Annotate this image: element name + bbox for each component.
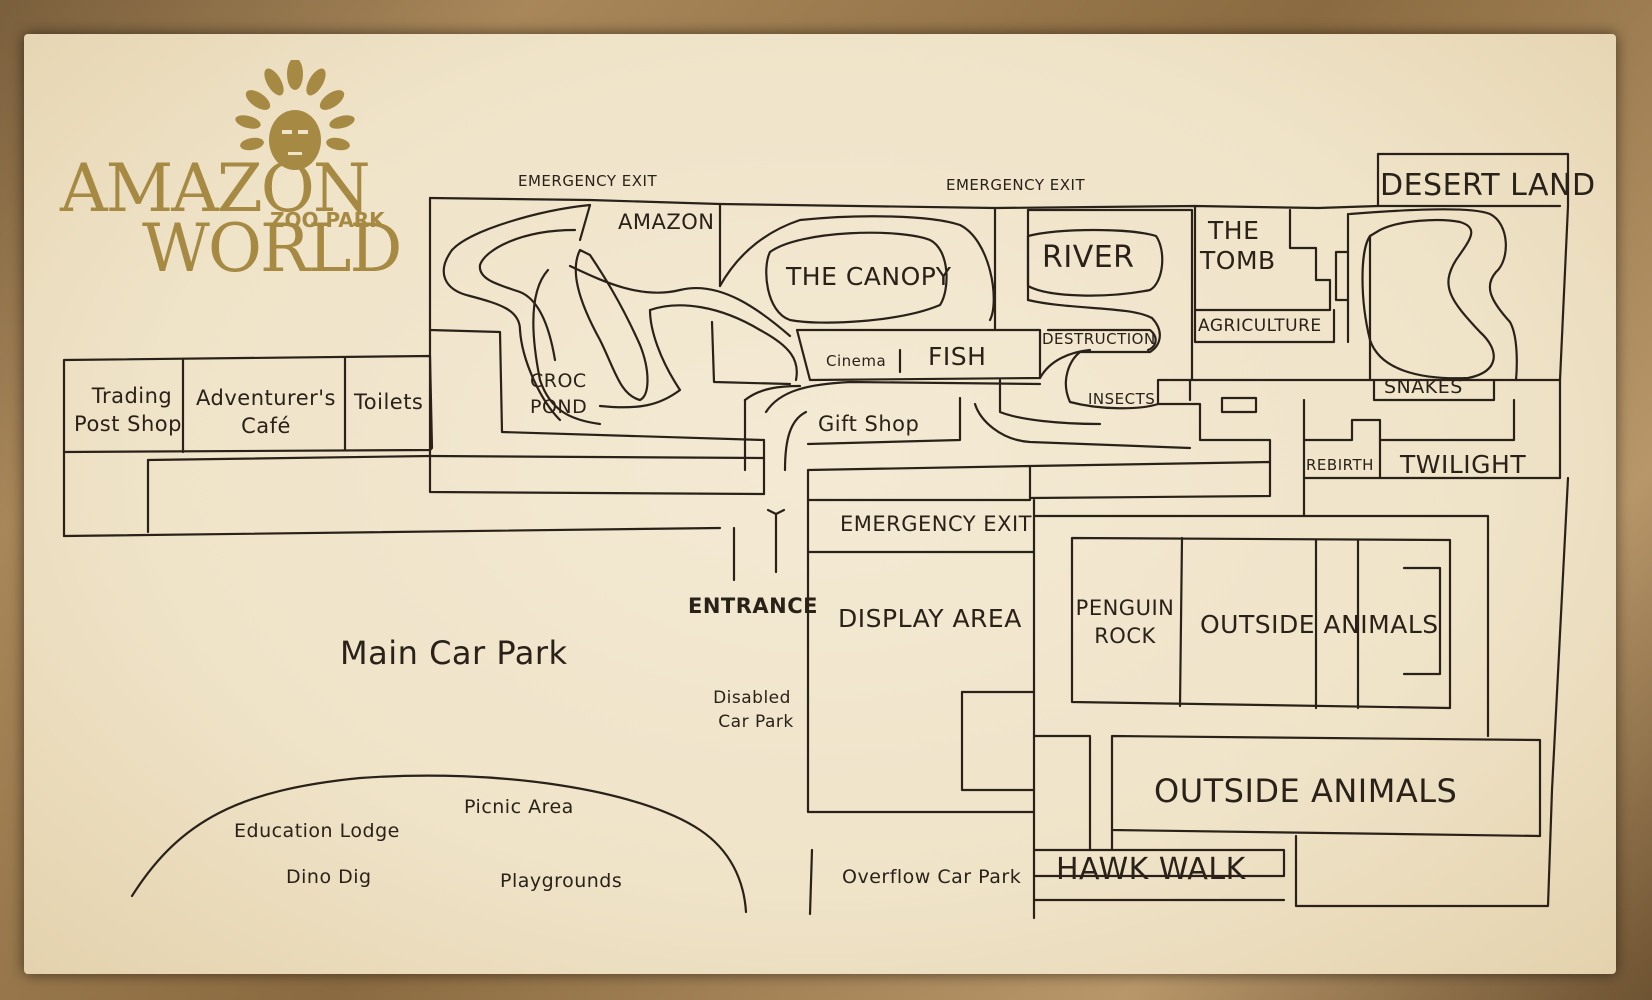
zone-rebirth[interactable]: REBIRTH xyxy=(1306,456,1374,474)
zone-river[interactable]: RIVER xyxy=(1042,240,1135,275)
zone-the-tomb[interactable]: TOMB xyxy=(1200,246,1276,275)
upper-complex xyxy=(428,152,1570,502)
amazon-world-logo: AMAZON ZOO PARK WORLD xyxy=(60,60,402,287)
zone-amazon[interactable]: AMAZON xyxy=(618,210,715,234)
main-car-park-label[interactable]: Main Car Park xyxy=(340,634,568,672)
disabled-car-park-label[interactable]: Car Park xyxy=(718,712,794,732)
playgrounds-label[interactable]: Playgrounds xyxy=(500,870,623,892)
zone-croc-pond[interactable]: CROC xyxy=(530,370,587,392)
dino-dig-label[interactable]: Dino Dig xyxy=(286,866,372,888)
picnic-boundary xyxy=(130,774,748,914)
gift-shop-label[interactable]: Gift Shop xyxy=(818,412,920,436)
logo-word-zoo-park: ZOO PARK xyxy=(270,208,385,232)
zone-twilight[interactable]: TWILIGHT xyxy=(1400,450,1527,479)
logo-word-amazon: AMAZON xyxy=(60,150,371,227)
disabled-car-park-label[interactable]: Disabled xyxy=(713,688,791,708)
logo-word-world: WORLD xyxy=(142,210,402,287)
lower-complex xyxy=(732,476,1570,920)
zone-destruction[interactable]: DESTRUCTION xyxy=(1042,330,1156,348)
zone-hawk-walk[interactable]: HAWK WALK xyxy=(1056,852,1246,887)
trading-post-shop-label[interactable]: Post Shop xyxy=(74,412,182,436)
zone-display-area[interactable]: DISPLAY AREA xyxy=(838,604,1022,633)
zone-fish[interactable]: FISH xyxy=(928,342,987,371)
zone-croc-pond[interactable]: POND xyxy=(530,396,588,418)
zone-the-tomb[interactable]: THE xyxy=(1208,216,1260,245)
adventurers-cafe-label[interactable]: Adventurer's xyxy=(196,386,336,410)
sun-mask-icon xyxy=(235,60,355,170)
zone-cinema[interactable]: Cinema xyxy=(826,352,887,370)
emergency-exit-label: EMERGENCY EXIT xyxy=(946,176,1086,194)
zone-agriculture[interactable]: AGRICULTURE xyxy=(1198,316,1322,336)
zone-penguin-rock[interactable]: ROCK xyxy=(1094,624,1156,648)
zone-insects[interactable]: INSECTS xyxy=(1088,390,1156,408)
zone-outside-animals[interactable]: OUTSIDE ANIMALS xyxy=(1200,610,1439,639)
zone-desert-land[interactable]: DESERT LAND xyxy=(1380,168,1596,203)
emergency-exit-label: EMERGENCY EXIT xyxy=(518,172,658,190)
zone-penguin-rock[interactable]: PENGUIN xyxy=(1075,596,1175,620)
overflow-car-park-label[interactable]: Overflow Car Park xyxy=(842,866,1022,888)
education-lodge-label[interactable]: Education Lodge xyxy=(234,820,400,842)
zone-the-canopy[interactable]: THE CANOPY xyxy=(786,262,952,291)
entrance-label[interactable]: ENTRANCE xyxy=(688,594,818,618)
zone-snakes[interactable]: SNAKES xyxy=(1384,376,1463,398)
picnic-area-label[interactable]: Picnic Area xyxy=(464,796,574,818)
zone-outside-animals[interactable]: OUTSIDE ANIMALS xyxy=(1154,772,1458,810)
adventurers-cafe-label[interactable]: Café xyxy=(241,414,291,438)
trading-post-shop-label[interactable]: Trading xyxy=(91,384,173,408)
map-paper xyxy=(24,34,1616,974)
left-buildings xyxy=(62,354,722,538)
toilets-label[interactable]: Toilets xyxy=(354,390,424,414)
emergency-exit-label: EMERGENCY EXIT xyxy=(840,512,1032,536)
